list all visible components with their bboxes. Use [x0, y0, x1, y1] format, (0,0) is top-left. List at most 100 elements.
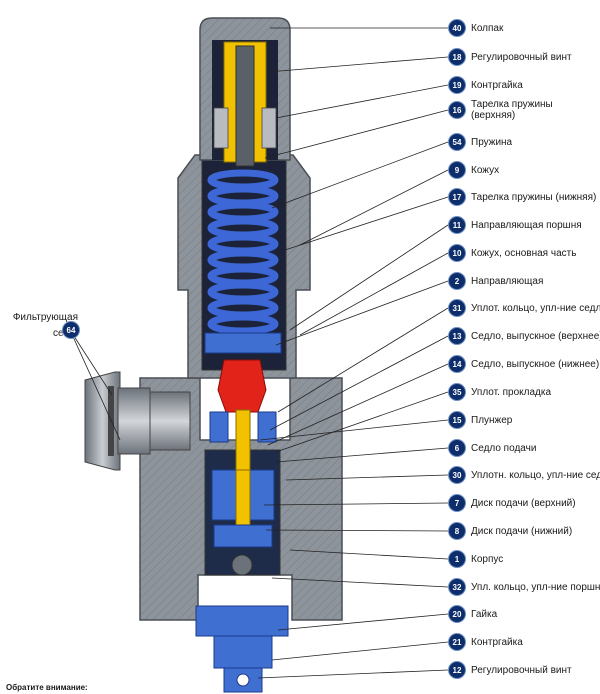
callout-text: Корпус: [471, 553, 504, 565]
callout-17: 17 Тарелка пружины (нижняя): [448, 186, 596, 208]
leader-line-16: [264, 109, 449, 159]
callout-badge: 13: [448, 327, 466, 345]
callout-badge: 17: [448, 188, 466, 206]
callout-badge: 14: [448, 355, 466, 373]
callout-badge: 18: [448, 48, 466, 66]
leader-line-filter-0: [69, 329, 113, 396]
callout-text: Плунжер: [471, 414, 513, 426]
callout-text: Пружина: [471, 136, 513, 148]
callout-text: Тарелка пружины (верхняя): [471, 99, 553, 121]
leader-line-10: [299, 252, 449, 336]
callout-30: 30 Уплотн. кольцо, упл-ние седла: [448, 464, 600, 486]
leader-line-31: [277, 307, 449, 413]
callout-text: Уплот. прокладка: [471, 386, 552, 398]
callout-9: 9 Кожух: [448, 159, 499, 181]
callout-text: Седло подачи: [471, 442, 537, 454]
callout-text: Диск подачи (нижний): [471, 525, 573, 537]
callout-2: 2 Направляющая: [448, 270, 543, 292]
leader-line-35: [275, 391, 449, 453]
callout-badge: 32: [448, 578, 466, 596]
callout-badge: 20: [448, 605, 466, 623]
callout-text: Тарелка пружины (нижняя): [471, 191, 597, 203]
leader-line-19: [275, 84, 449, 119]
leader-line-18: [267, 56, 449, 73]
callout-badge: 1: [448, 550, 466, 568]
spring: [207, 169, 279, 335]
callout-badge: 9: [448, 161, 466, 179]
leader-line-17: [284, 196, 449, 251]
callout-badge: 31: [448, 299, 466, 317]
leader-line-20: [277, 613, 449, 631]
callout-35: 35 Уплот. прокладка: [448, 381, 551, 403]
leader-line-14: [267, 363, 449, 446]
callout-text: Уплотн. кольцо, упл-ние седла: [471, 469, 600, 481]
leader-line-1: [289, 549, 449, 560]
callout-badge: 16: [448, 101, 466, 119]
leader-line-2: [275, 280, 449, 346]
leader-line-32: [271, 577, 449, 588]
callout-text: Колпак: [471, 22, 504, 34]
leader-line-9: [299, 169, 449, 246]
callout-badge: 8: [448, 522, 466, 540]
callout-badge: 6: [448, 439, 466, 457]
leader-line-filter-1: [69, 329, 121, 441]
filter-badge: 64: [62, 321, 80, 339]
callout-badge: 30: [448, 466, 466, 484]
callout-18: 18 Регулировочный винт: [448, 46, 572, 68]
callout-text: Направляющая: [471, 275, 544, 287]
callout-40: 40 Колпак: [448, 17, 503, 39]
callout-8: 8 Диск подачи (нижний): [448, 520, 572, 542]
supply-seats: [211, 469, 275, 576]
callout-badge: 19: [448, 76, 466, 94]
callout-badge: 15: [448, 411, 466, 429]
callout-text: Регулировочный винт: [471, 51, 572, 63]
callout-text: Седло, выпускное (нижнее): [471, 358, 600, 370]
leader-line-12: [257, 669, 449, 679]
callout-19: 19 Контргайка: [448, 74, 523, 96]
callout-text: Упл. кольцо, упл-ние поршня: [471, 581, 600, 593]
callout-badge: 35: [448, 383, 466, 401]
callout-text: Уплот. кольцо, упл-ние седла: [471, 302, 600, 314]
callout-badge: 12: [448, 661, 466, 679]
callout-11: 11 Направляющая поршня: [448, 214, 582, 236]
callout-14: 14 Седло, выпускное (нижнее): [448, 353, 599, 375]
leader-line-7: [263, 502, 449, 506]
callout-31: 31 Уплот. кольцо, упл-ние седла: [448, 297, 600, 319]
callout-12: 12 Регулировочный винт: [448, 659, 572, 681]
leader-line-15: [259, 419, 449, 441]
callout-badge: 11: [448, 216, 466, 234]
leader-lines: [69, 27, 449, 679]
callout-text: Контргайка: [471, 79, 523, 91]
leader-line-11: [289, 224, 449, 331]
callout-text: Кожух, основная часть: [471, 247, 577, 259]
callout-16: 16 Тарелка пружины (верхняя): [448, 99, 591, 121]
adjusting-screw-top: [213, 41, 277, 167]
filter-label-line1: Фильтрующая: [12, 312, 78, 323]
callout-text: Гайка: [471, 608, 498, 620]
callout-text: Кожух: [471, 164, 500, 176]
callout-15: 15 Плунжер: [448, 409, 512, 431]
callout-1: 1 Корпус: [448, 548, 503, 570]
callout-badge: 2: [448, 272, 466, 290]
callout-32: 32 Упл. кольцо, упл-ние поршня: [448, 576, 600, 598]
callout-20: 20 Гайка: [448, 603, 497, 625]
leader-line-6: [275, 447, 449, 463]
callout-badge: 21: [448, 633, 466, 651]
callout-text: Направляющая поршня: [471, 219, 582, 231]
callout-badge: 40: [448, 19, 466, 37]
callout-13: 13 Седло, выпускное (верхнее): [448, 325, 600, 347]
leader-line-21: [271, 641, 449, 661]
callout-text: Диск подачи (верхний): [471, 497, 576, 509]
callout-text: Регулировочный винт: [471, 664, 572, 676]
bottom-nut-assembly: [195, 605, 289, 693]
leader-line-30: [285, 474, 449, 481]
callout-badge: 10: [448, 244, 466, 262]
callout-text: Седло, выпускное (верхнее): [471, 330, 600, 342]
spring-coil: [207, 313, 279, 335]
callout-6: 6 Седло подачи: [448, 437, 536, 459]
leader-line-54: [271, 141, 449, 209]
